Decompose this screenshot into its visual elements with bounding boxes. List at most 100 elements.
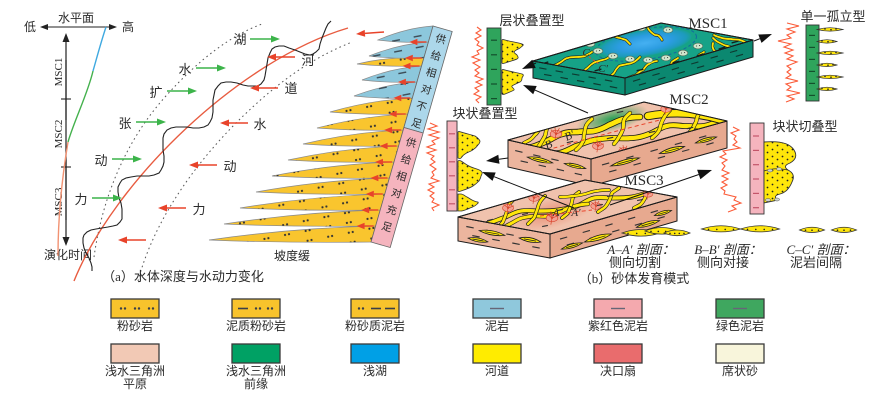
bedding-dash [658,76,666,81]
bedding-dash [606,136,614,140]
lens-dots [824,51,837,54]
layered-stack-label: 层状叠置型 [499,13,564,28]
crevasse-splay [590,200,602,212]
bedding-dash [657,216,665,220]
lens-dots [669,232,685,235]
bedding-dash [636,198,644,202]
supply-arrow-6 [379,142,397,150]
isolated-sand-lens-4 [815,74,845,79]
legend-label: 粉砂岩 [117,318,153,333]
block-msc1-label: MSC1 [688,16,727,32]
channel-sand-lens [694,136,718,144]
bedding-dash [652,72,660,77]
lake-force-char-3: 张 [118,116,131,131]
legend-swatch [350,343,400,364]
isolated-sand-lens-1 [815,39,839,44]
supply-arrow-2 [361,206,379,214]
supply-arrow-5 [375,158,392,166]
axis-label-time: 演化时间 [44,247,92,262]
cut-sand-dots [764,141,796,203]
legend-item: 浅湖 [350,343,400,378]
legend-swatch [231,343,281,364]
legend-item: 决口扇 [593,343,643,378]
lake-force-char-4: 动 [94,153,107,168]
channel-dynamics-arrow-1 [267,53,295,61]
mouth-bar [692,42,704,50]
arrow-msc1-to-isolated [753,34,772,43]
channel-force-char-1: 道 [284,81,297,96]
bedding-dash [560,76,569,80]
legend-item: 河道 [472,343,522,378]
bedding-dash [472,235,480,238]
bedding-dash [626,155,634,159]
bedding-dash [492,238,500,242]
mud-wedge-dashes [354,82,417,99]
curve-msc3-red [57,141,69,257]
block-msc2-label: MSC2 [669,92,708,108]
cut-strip [749,122,765,215]
arrow-msc1-to-layered [522,59,537,69]
section-c-desc: 泥岩间隔 [790,255,842,270]
bedding-dash [586,36,594,40]
channel-sand-lens [583,233,613,243]
msc1-mark-c: C [582,47,590,59]
isolated-sand-lens-5 [815,86,839,91]
isolated-sand-lens-2 [815,50,845,55]
bedding-dash [532,246,540,249]
massive-log-curve [425,122,441,212]
section-line-aa [539,209,593,217]
legend-label-line2: 前缘 [244,376,268,391]
curve-msc2-green [67,70,94,143]
bedding-dash [633,162,641,166]
legend-swatch [593,343,643,364]
bedding-dash [566,118,574,122]
legend-swatch [110,343,160,364]
cut-erosion-surface [763,168,789,172]
channel-dynamics-arrow-2 [250,84,278,92]
crevasse-splay [592,139,605,153]
arrow-msc3-to-cut [609,169,712,206]
sand-wedge-dots [224,210,381,227]
bedding-dash [574,172,583,176]
layered-sand-dots-0 [502,39,524,64]
mouth-bar [662,26,674,34]
channel-sand-lens [560,242,584,250]
channel [598,55,642,78]
massive-strip [446,120,458,212]
bedding-dash [556,208,564,212]
bedding-dash [636,68,644,72]
bedding-dash [588,76,596,79]
massive-stack-label: 块状叠置型 [452,106,517,121]
supply-arrow-12 [404,54,422,62]
lens-dots [746,228,774,231]
pebble [767,168,773,173]
supply-lower-char-2: 相 [395,169,409,184]
bedding-dash [593,82,601,86]
legend-swatch-pattern [733,307,747,310]
shallow-lake [598,28,692,58]
supply-arrow-3 [365,190,383,198]
supply-arrow-10 [397,78,415,86]
mud-wedge-dashes [378,26,433,43]
massive-sand-dots-0 [458,131,480,159]
supply-arrow-11 [402,62,420,70]
lens-dots [804,229,820,231]
section-c-title: C–C′ 剖面： [787,242,856,257]
sand-wedge-dots [256,178,390,195]
bedding-dash [515,150,523,153]
supply-lower-char-1: 给 [399,152,413,168]
bedding-dash [538,164,547,168]
bedding-dash [582,229,591,234]
legend-swatch-pattern [119,307,155,310]
block-msc2-top-outline [507,101,728,160]
progradational-wedge-stack [208,25,434,243]
lake-expansion-arrow-4 [112,155,142,163]
bedding-dash [612,229,620,233]
bedding-dash [606,194,614,198]
bedding-dash [677,71,685,75]
section-a-desc: 侧向切割 [609,255,661,270]
lens-dots [824,28,837,31]
sand-wedge-dots [209,226,376,243]
